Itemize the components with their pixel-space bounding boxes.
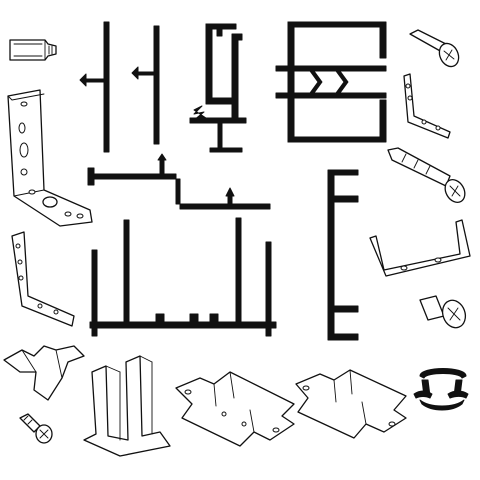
hat-channel-bracket-2-icon [295,369,407,439]
hat-channel-bracket-icon [175,371,295,447]
profile-channel-clip-icon [189,23,247,153]
upright-holder-icon [83,355,171,457]
u-bracket-icon [369,219,471,277]
screw-icon [409,29,460,68]
profile-t-right-icon [131,25,160,145]
small-angle-bracket-icon [403,73,451,139]
profile-t-left-icon [79,21,110,153]
angle-bracket-slotted-icon [7,89,93,227]
profile-double-channel-icon [275,21,387,143]
profile-stepped-rail-icon [87,153,271,210]
profile-base-rail-icon [89,217,277,337]
angle-bracket-icon [11,231,75,327]
short-screw-icon [419,295,467,329]
long-screw-anchor-icon [387,147,466,203]
threaded-insert-icon [9,39,57,61]
profile-side-rail-icon [327,169,359,341]
rubber-seal-profile-icon [413,368,469,411]
spring-clip-icon [3,345,85,401]
small-bolt-icon [19,413,53,444]
